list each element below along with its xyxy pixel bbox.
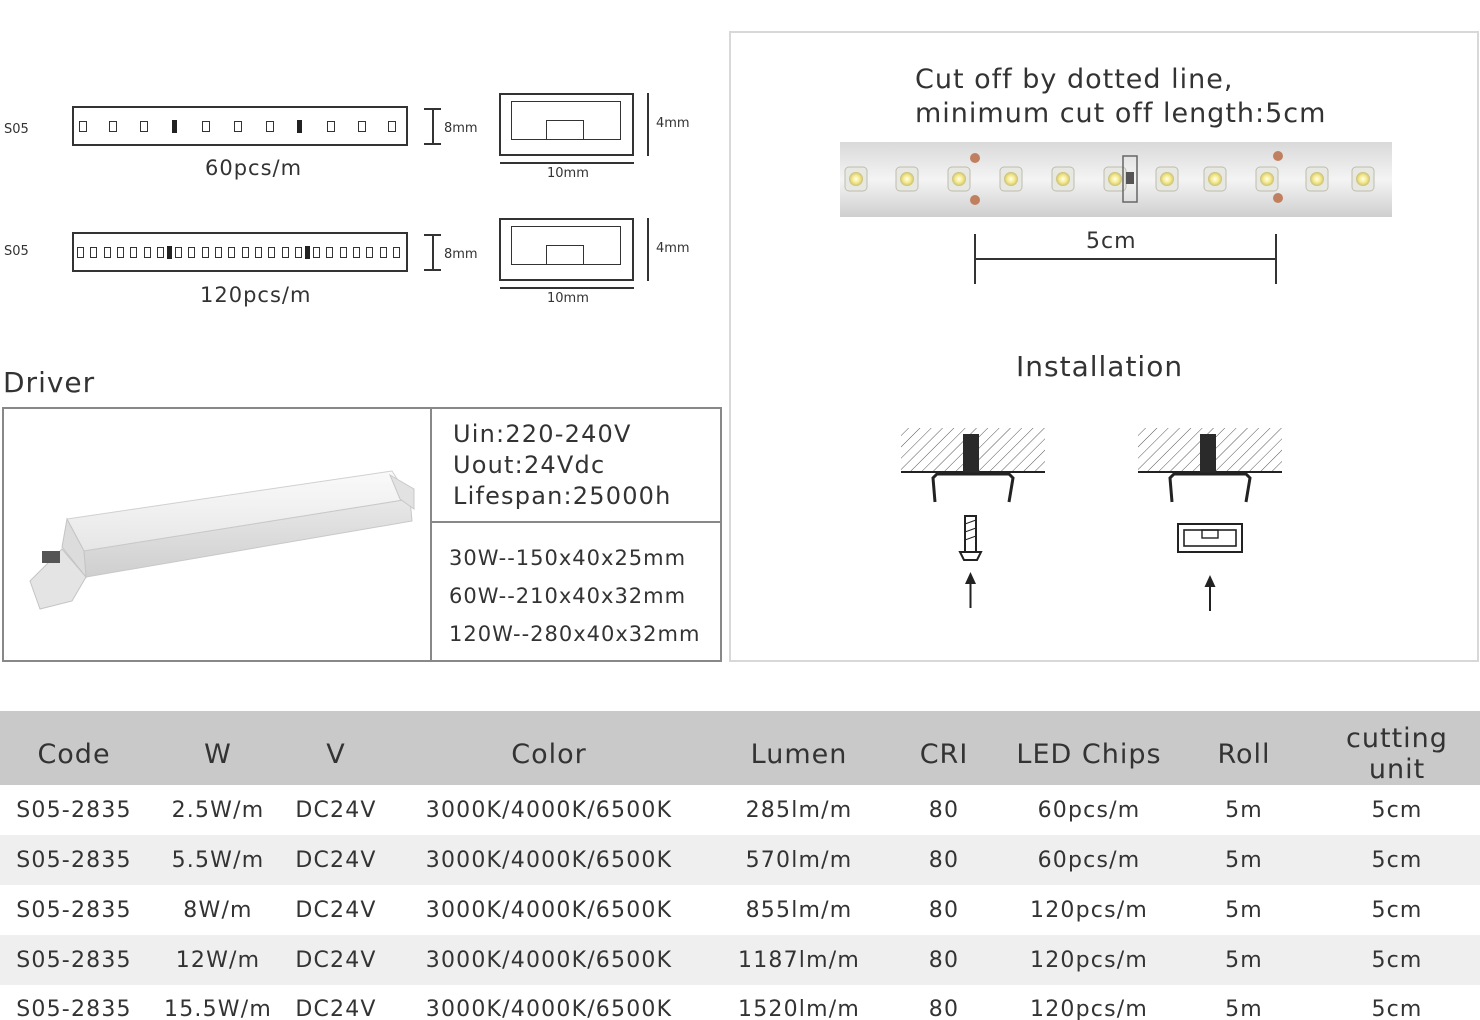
cell-power: 5.5W/m bbox=[148, 835, 288, 885]
cell-cutting-unit: 5cm bbox=[1371, 797, 1423, 823]
cell-color: 3000K/4000K/6500K bbox=[384, 835, 714, 885]
cell-color: 3000K/4000K/6500K bbox=[384, 985, 714, 1020]
profile-height-label: 4mm bbox=[656, 116, 690, 131]
driver-lifespan: Lifespan:25000h bbox=[453, 482, 672, 510]
header-cutting-unit: cutting unit bbox=[1314, 711, 1480, 785]
cell-code: S05-2835 bbox=[0, 985, 148, 1020]
cell-color: 3000K/4000K/6500K bbox=[384, 935, 714, 985]
cell-roll: 5m bbox=[1225, 797, 1263, 823]
profile-width-label: 10mm bbox=[547, 291, 589, 306]
cell-voltage: DC24V bbox=[288, 835, 384, 885]
cell-code: S05-2835 bbox=[0, 935, 148, 985]
driver-size-30w: 30W--150x40x25mm bbox=[449, 546, 687, 570]
cell-power: 15.5W/m bbox=[148, 985, 288, 1020]
table-row: S05-2835 5.5W/m DC24V 3000K/4000K/6500K … bbox=[0, 835, 1480, 885]
profile-height-label: 4mm bbox=[656, 241, 690, 256]
cell-cutting-unit: 5cm bbox=[1314, 835, 1480, 885]
cell-cri: 80 bbox=[884, 985, 1004, 1020]
header-v: V bbox=[288, 711, 384, 785]
cell-lumen: 570lm/m bbox=[714, 835, 884, 885]
cell-voltage: DC24V bbox=[288, 935, 384, 985]
header-cri: CRI bbox=[884, 711, 1004, 785]
cell-led-chips: 120pcs/m bbox=[1030, 897, 1148, 923]
cell-cri: 80 bbox=[884, 835, 1004, 885]
cell-voltage: DC24V bbox=[295, 897, 377, 923]
cell-code: S05-2835 bbox=[0, 835, 148, 885]
cut-installation-panel: Cut off by dotted line, minimum cut off … bbox=[729, 31, 1479, 662]
cell-led-chips: 60pcs/m bbox=[1004, 835, 1174, 885]
spec-table: Code W V Color Lumen CRI LED Chips Roll … bbox=[0, 711, 1480, 1020]
cell-lumen: 1520lm/m bbox=[714, 985, 884, 1020]
installation-title: Installation bbox=[1016, 350, 1184, 383]
driver-size-60w: 60W--210x40x32mm bbox=[449, 584, 687, 608]
install-clip-diagram bbox=[1138, 428, 1282, 611]
cell-cri: 80 bbox=[884, 935, 1004, 985]
header-code: Code bbox=[0, 711, 148, 785]
cell-roll: 5m bbox=[1174, 935, 1314, 985]
header-led-chips: LED Chips bbox=[1004, 711, 1174, 785]
cut-note-line2: minimum cut off length:5cm bbox=[915, 98, 1327, 129]
cell-cutting-unit: 5cm bbox=[1314, 935, 1480, 985]
cell-lumen: 855lm/m bbox=[745, 897, 853, 923]
strip-height-label: 8mm bbox=[444, 247, 478, 262]
cell-led-chips: 60pcs/m bbox=[1037, 797, 1141, 823]
cell-roll: 5m bbox=[1174, 985, 1314, 1020]
cell-roll: 5m bbox=[1225, 897, 1263, 923]
cell-power: 8W/m bbox=[183, 897, 253, 923]
cell-led-chips: 120pcs/m bbox=[1004, 935, 1174, 985]
driver-output-voltage: Uout:24Vdc bbox=[453, 451, 606, 479]
table-row: S05-2835 8W/m DC24V 3000K/4000K/6500K 85… bbox=[0, 885, 1480, 935]
led-density-label: 120pcs/m bbox=[200, 283, 312, 307]
install-screw-diagram bbox=[901, 428, 1045, 608]
led-strip-60 bbox=[72, 106, 408, 146]
strip-code-label: S05 bbox=[4, 244, 29, 259]
header-color: Color bbox=[384, 711, 714, 785]
cell-voltage: DC24V bbox=[288, 985, 384, 1020]
driver-spec-box: Uin:220-240V Uout:24Vdc Lifespan:25000h … bbox=[2, 407, 722, 662]
profile-cross-section bbox=[499, 93, 634, 156]
cell-cri: 80 bbox=[928, 897, 960, 923]
led-strip-120 bbox=[72, 232, 408, 272]
table-header-row: Code W V Color Lumen CRI LED Chips Roll … bbox=[0, 711, 1480, 785]
strip-height-label: 8mm bbox=[444, 121, 478, 136]
header-lumen: Lumen bbox=[714, 711, 884, 785]
cut-length-label: 5cm bbox=[1086, 229, 1137, 254]
profile-cross-section bbox=[499, 218, 634, 281]
strip-photo bbox=[840, 142, 1392, 217]
cell-color: 3000K/4000K/6500K bbox=[425, 897, 673, 923]
led-density-label: 60pcs/m bbox=[205, 156, 303, 180]
cell-code: S05-2835 bbox=[16, 897, 132, 923]
header-roll: Roll bbox=[1174, 711, 1314, 785]
cell-voltage: DC24V bbox=[295, 797, 377, 823]
cell-led-chips: 120pcs/m bbox=[1004, 985, 1174, 1020]
cell-lumen: 285lm/m bbox=[745, 797, 853, 823]
cell-roll: 5m bbox=[1174, 835, 1314, 885]
cell-color: 3000K/4000K/6500K bbox=[425, 797, 673, 823]
cell-cutting-unit: 5cm bbox=[1314, 985, 1480, 1020]
strip-code-label: S05 bbox=[4, 122, 29, 137]
cell-code: S05-2835 bbox=[16, 797, 132, 823]
profile-width-label: 10mm bbox=[547, 166, 589, 181]
driver-title: Driver bbox=[3, 366, 96, 399]
table-row: S05-2835 15.5W/m DC24V 3000K/4000K/6500K… bbox=[0, 985, 1480, 1020]
driver-image bbox=[29, 470, 415, 610]
cell-power: 2.5W/m bbox=[171, 797, 265, 823]
cell-lumen: 1187lm/m bbox=[714, 935, 884, 985]
driver-size-120w: 120W--280x40x32mm bbox=[449, 622, 701, 646]
cell-power: 12W/m bbox=[148, 935, 288, 985]
driver-input-voltage: Uin:220-240V bbox=[453, 420, 632, 448]
header-w: W bbox=[148, 711, 288, 785]
cell-cutting-unit: 5cm bbox=[1371, 897, 1423, 923]
table-row: S05-2835 12W/m DC24V 3000K/4000K/6500K 1… bbox=[0, 935, 1480, 985]
table-row: S05-2835 2.5W/m DC24V 3000K/4000K/6500K … bbox=[0, 785, 1480, 835]
cut-note-line1: Cut off by dotted line, bbox=[915, 64, 1234, 95]
cell-cri: 80 bbox=[928, 797, 960, 823]
